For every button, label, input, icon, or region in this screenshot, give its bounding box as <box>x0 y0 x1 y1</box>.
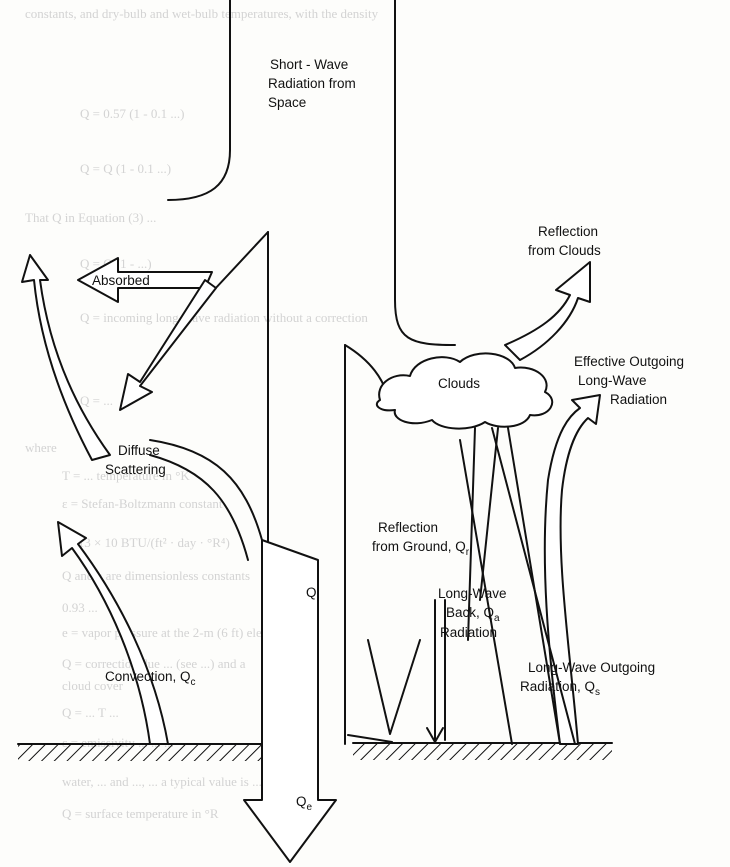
label-back-3: Radiation <box>440 625 497 640</box>
label-convection-text: Convection, Q <box>105 669 191 684</box>
diffuse-downward-curve <box>150 440 262 540</box>
label-convection-sub: c <box>191 677 196 688</box>
bg-line-3: Q = Q (1 - 0.1 ...) <box>80 161 171 176</box>
label-diffuse-2: Scattering <box>105 462 166 477</box>
label-outgoing-2: Radiation, Q <box>520 679 595 694</box>
bg-line-20: Q = surface temperature in °R <box>62 806 219 821</box>
ground-reflection-v <box>368 640 420 734</box>
label-diffuse-1: Diffuse <box>118 443 160 458</box>
bg-line-1: constants, and dry-bulb and wet-bulb tem… <box>25 6 379 21</box>
label-back-sub: a <box>494 613 500 624</box>
label-back-2: Back, Q <box>446 605 494 620</box>
bg-line-10: ε = Stefan-Boltzmann constant <box>62 496 223 511</box>
bg-line-19: water, ... and ..., ... a typical value … <box>62 774 262 789</box>
label-qe-sub: e <box>307 802 313 813</box>
label-outgoing-sub: s <box>595 687 600 698</box>
bg-line-11: 0.113 × 10 BTU/(ft² · day · °R⁴) <box>62 535 230 550</box>
label-reflection-ground-1: Reflection <box>378 520 438 535</box>
label-effective-2: Long-Wave <box>578 373 647 388</box>
label-effective-3: Radiation <box>610 392 667 407</box>
ground-reflection-base <box>348 735 392 742</box>
label-qi-sub: i <box>317 593 319 604</box>
ground-hatch-right <box>353 744 612 760</box>
ground-hatch-left <box>18 745 262 761</box>
label-shortwave-2: Radiation from <box>268 76 356 91</box>
bg-line-4: That Q in Equation (3) ... <box>25 210 156 225</box>
back-radiation-arrow <box>427 600 445 742</box>
label-reflection-clouds-1: Reflection <box>538 224 598 239</box>
bg-line-13: 0.93 ... <box>62 600 98 615</box>
bg-line-8: where <box>25 440 57 455</box>
label-reflection-ground-sub: r <box>466 547 470 558</box>
bg-line-6: Q = incoming long-wave radiation without… <box>80 310 368 325</box>
label-shortwave-3: Space <box>268 95 306 110</box>
label-reflection-clouds-2: from Clouds <box>528 243 601 258</box>
bg-line-17: Q = ... T ... <box>62 705 119 720</box>
bg-line-2: Q = 0.57 (1 - 0.1 ...) <box>80 106 184 121</box>
labels: Short - Wave Radiation from Space Absorb… <box>92 57 684 813</box>
label-outgoing-1: Long-Wave Outgoing <box>528 660 655 675</box>
qe-net-arrow <box>244 540 336 862</box>
label-reflection-ground-2: from Ground, Q <box>372 539 466 554</box>
label-effective-1: Effective Outgoing <box>574 354 684 369</box>
diffuse-incoming-arrow <box>120 280 216 410</box>
bg-line-7: Q = ... <box>80 393 113 408</box>
label-absorbed: Absorbed <box>92 273 150 288</box>
label-qe-text: Q <box>296 794 307 809</box>
label-shortwave-1: Short - Wave <box>270 57 348 72</box>
shortwave-right-edge <box>395 0 455 345</box>
label-reflection-ground: from Ground, Qr <box>372 539 470 558</box>
label-back-1: Long-Wave <box>438 586 507 601</box>
label-clouds: Clouds <box>438 376 480 391</box>
clouds-shape <box>377 353 552 428</box>
bg-line-14: e = vapor pressure at the 2-m (6 ft) ele… <box>62 625 295 640</box>
shortwave-left-edge <box>168 0 230 200</box>
label-qi-text: Q <box>306 585 317 600</box>
cloud-reflection-arrow <box>505 262 590 360</box>
